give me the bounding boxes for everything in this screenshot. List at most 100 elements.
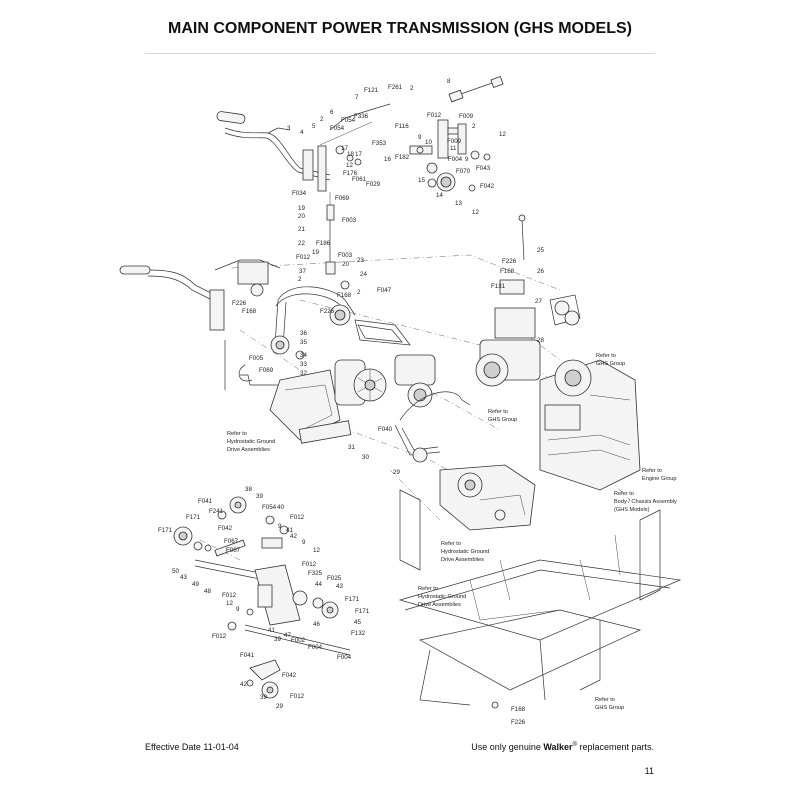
part-label: 7 xyxy=(355,94,359,101)
part-label: 9 xyxy=(418,134,422,141)
part-label: 12 xyxy=(226,600,233,607)
frame-floor xyxy=(398,559,682,641)
part-label: F069 xyxy=(259,367,274,374)
part-label: 20 xyxy=(342,261,349,268)
part-label: 2 xyxy=(298,276,302,283)
part-label: F009 xyxy=(459,113,474,120)
part-label: F061 xyxy=(352,176,367,183)
right-bracket-assembly xyxy=(409,76,504,192)
part-label: 9 xyxy=(236,606,240,613)
part-label: 5 xyxy=(312,123,316,130)
part-label: 21 xyxy=(298,226,305,233)
part-label: F012 xyxy=(427,112,442,119)
part-label: 18 xyxy=(347,151,354,158)
part-label: 42 xyxy=(290,533,297,540)
bracket-plate-a xyxy=(437,119,449,159)
part-label: F069 xyxy=(335,195,350,202)
lower-belt xyxy=(399,391,471,421)
part-label: F131 xyxy=(491,283,506,290)
reference-note-hydro-ground-1: Refer to Hydrostatic Ground Drive Assemb… xyxy=(227,431,277,453)
part-label: F041 xyxy=(240,652,255,659)
bracket-plate-b xyxy=(457,123,467,155)
brake-pulley-assembly xyxy=(173,496,351,699)
part-label: 20 xyxy=(298,213,305,220)
part-label: F070 xyxy=(456,168,471,175)
pto-bracket xyxy=(499,279,525,295)
part-label: F168 xyxy=(500,268,515,275)
part-label: F012 xyxy=(290,693,305,700)
reference-note-ghs-group-1: Refer to GHS Group xyxy=(488,409,517,423)
part-label: F261 xyxy=(388,84,403,91)
part-label: F132 xyxy=(351,630,366,637)
part-label: F012 xyxy=(290,514,305,521)
part-label: F054 xyxy=(262,504,277,511)
title-rule xyxy=(145,53,655,54)
belt-loop-a xyxy=(354,319,411,346)
part-label: 40 xyxy=(277,504,284,511)
part-label: 12 xyxy=(472,209,479,216)
linkage-rod-end xyxy=(326,204,335,221)
part-label: 33 xyxy=(300,361,307,368)
part-label: F241 xyxy=(209,508,224,515)
part-label: 49 xyxy=(192,581,199,588)
part-label: 17 xyxy=(341,145,348,152)
part-label: F116 xyxy=(395,123,409,130)
part-label: F042 xyxy=(218,525,233,532)
part-label: F067 xyxy=(226,547,241,554)
lever-bracket xyxy=(302,149,314,181)
part-label: 41 xyxy=(286,527,293,534)
part-label: F171 xyxy=(158,527,173,534)
drive-shaft xyxy=(298,420,352,444)
hand-grip xyxy=(216,111,246,124)
page-number: 11 xyxy=(644,766,654,776)
reference-note-engine-group: Refer to Engine Group xyxy=(642,468,677,482)
belt-drive-assembly xyxy=(240,286,411,386)
center-gearbox xyxy=(269,354,471,463)
part-label: 9 xyxy=(278,523,282,530)
reference-note-ghs-group-2: Refer to GHS Group xyxy=(596,353,625,367)
part-label: 43 xyxy=(180,574,187,581)
part-label: 43 xyxy=(336,583,343,590)
dipstick-rod xyxy=(521,219,525,261)
part-label: 24 xyxy=(360,271,367,278)
steering-lever-assembly xyxy=(216,103,391,290)
part-label: F171 xyxy=(186,514,201,521)
part-label: 10 xyxy=(425,139,432,146)
hydrostatic-pump xyxy=(439,464,536,531)
genuine-parts-notice: Use only genuine Walker® replacement par… xyxy=(471,742,654,752)
part-label: F121 xyxy=(364,87,379,94)
part-label: 39 xyxy=(256,493,263,500)
part-label: 25 xyxy=(537,247,544,254)
reference-note-hydro-ground-3: Refer to Hydrostatic Ground Drive Assemb… xyxy=(418,586,468,608)
page-title: MAIN COMPONENT POWER TRANSMISSION (GHS M… xyxy=(168,20,632,37)
part-label: 6 xyxy=(330,109,334,116)
part-label: 45 xyxy=(354,619,361,626)
part-label: 27 xyxy=(535,298,542,305)
part-label: F226 xyxy=(511,719,526,726)
part-label: F012 xyxy=(212,633,227,640)
reference-notes: Refer to Hydrostatic Ground Drive Assemb… xyxy=(227,353,677,711)
part-label: 42 xyxy=(240,681,247,688)
part-label: 31 xyxy=(348,444,355,451)
part-label: F186 xyxy=(316,240,331,247)
part-label: F003 xyxy=(338,252,353,259)
part-label: F042 xyxy=(282,672,297,679)
part-label: F168 xyxy=(337,292,352,299)
part-label: 3 xyxy=(287,125,291,132)
part-label: F004 xyxy=(448,156,463,163)
lower-arm xyxy=(249,659,281,681)
part-label: F353 xyxy=(372,140,387,147)
part-label: 16 xyxy=(384,156,391,163)
part-label: 2 xyxy=(472,123,476,130)
part-label: F025 xyxy=(327,575,342,582)
part-label: 48 xyxy=(204,588,211,595)
part-label: 38 xyxy=(245,486,252,493)
frame-right-post xyxy=(639,509,661,601)
part-label: F171 xyxy=(355,608,370,615)
reference-note-hydro-ground-2: Refer to Hydrostatic Ground Drive Assemb… xyxy=(441,541,491,563)
part-label: F003 xyxy=(342,217,357,224)
part-label: F226 xyxy=(502,258,517,265)
part-label: 26 xyxy=(537,268,544,275)
part-label: 2 xyxy=(357,289,361,296)
lever-plate xyxy=(317,145,327,192)
